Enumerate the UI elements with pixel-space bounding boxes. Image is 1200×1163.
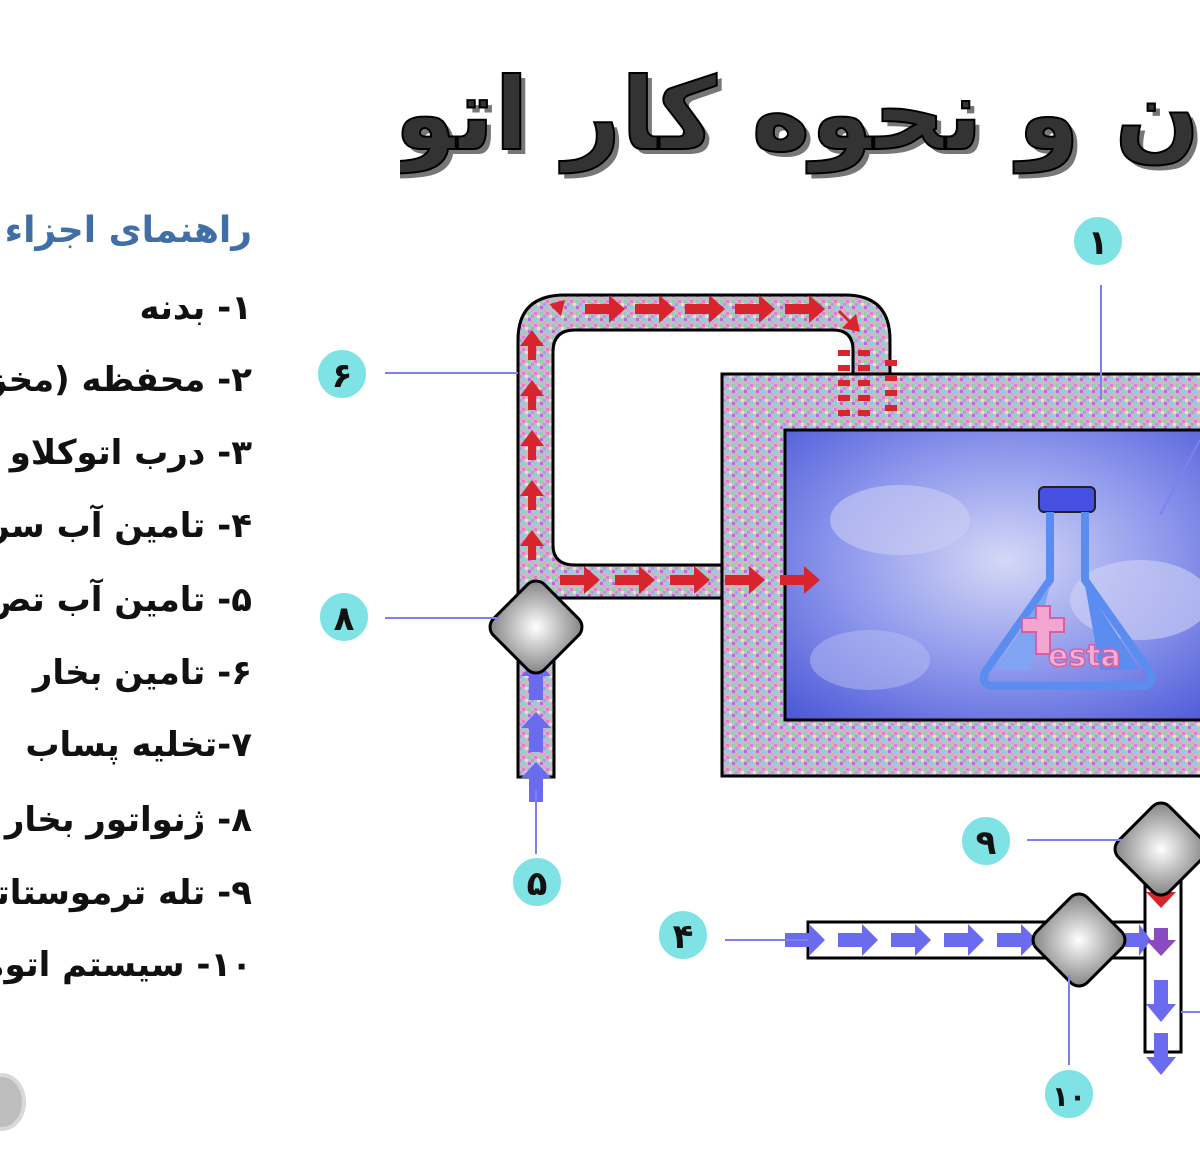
legend-item-steam-supply: ۶- تامین بخار (32, 653, 252, 693)
callout-8: ۸ (316, 589, 372, 645)
callouts: ۱ ۴ ۵ ۶ ۸ ۹ ۱۰ (314, 213, 1126, 1122)
steam-flow-arrows (520, 295, 860, 594)
callout-4: ۴ (655, 907, 711, 963)
legend-item-body: ۱- بدنه (139, 288, 252, 328)
automatic-system-valve (1031, 892, 1127, 988)
callout-6: ۶ (314, 346, 370, 402)
callout-9-label: ۹ (976, 823, 997, 863)
callout-6-label: ۶ (332, 356, 353, 396)
legend-item-drain: ۷-تخلیه پساب (25, 725, 252, 765)
callout-1-label: ۱ (1088, 223, 1109, 263)
legend-item-chamber: ۲- محفظه (مخز (0, 360, 252, 400)
callout-5: ۵ (509, 854, 565, 910)
steam-generator-valve (488, 579, 584, 675)
legend-item-steam-generator: ۸- ژنواتور بخار (4, 800, 252, 840)
legend-item-door: ۳- درب اتوکلاو (9, 433, 252, 473)
callout-1: ۱ (1070, 213, 1126, 269)
parts-legend: راهنمای اجزاء ا ۱- بدنه ۲- محفظه (مخز ۳-… (0, 200, 255, 1020)
legend-heading: راهنمای اجزاء ا (0, 210, 252, 251)
callout-9: ۹ (958, 813, 1014, 869)
steam-inlet-arrows (838, 350, 897, 416)
legend-item-thermostatic-trap: ۹- تله ترموستاتی (0, 873, 252, 913)
callout-10-label: ۱۰ (1052, 1080, 1086, 1113)
leader-lines (385, 285, 1200, 1065)
logo-text: esta (1048, 639, 1121, 674)
legend-item-cold-water: ۴- تامین آب سر (0, 506, 252, 546)
callout-8-label: ۸ (334, 599, 355, 639)
testa-logo: esta (1021, 605, 1122, 675)
page-title: ن و نحوه کار اتوکلاو (400, 55, 1200, 174)
legend-item-treated-water: ۵- تامین آب تص (0, 580, 252, 620)
callout-4-label: ۴ (673, 917, 694, 957)
water-flow-arrows-cold (785, 924, 1176, 1075)
thermostatic-trap-valve (1113, 801, 1200, 897)
callout-10: ۱۰ (1041, 1066, 1097, 1122)
callout-5-label: ۵ (527, 864, 548, 904)
legend-item-automatic-system: ۱۰- سیستم اتوما (0, 945, 252, 985)
